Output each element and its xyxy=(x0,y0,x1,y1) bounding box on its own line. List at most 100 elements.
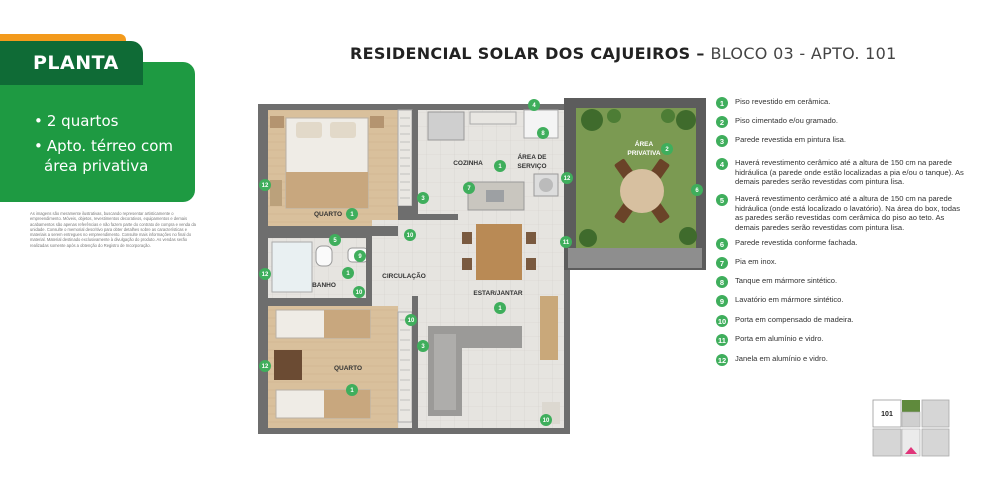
marker-5: 5 xyxy=(329,234,341,246)
legend-text: Janela em alumínio e vidro. xyxy=(735,354,828,363)
legend-item: 7 Pia em inox. xyxy=(716,257,967,269)
svg-text:1: 1 xyxy=(498,164,502,170)
legend-item: 11 Porta em alumínio e vidro. xyxy=(716,334,967,346)
bullet: • xyxy=(34,137,43,155)
minimap-unit-label: 101 xyxy=(881,411,893,418)
plants xyxy=(579,109,697,247)
features-panel xyxy=(0,62,195,202)
svg-text:1: 1 xyxy=(498,306,502,312)
marker-1: 1 xyxy=(342,267,354,279)
svg-text:12: 12 xyxy=(262,364,269,370)
label-area-privativa-2: PRIVATIVA xyxy=(627,150,661,157)
svg-text:1: 1 xyxy=(350,212,354,218)
legend-number: 9 xyxy=(716,295,728,307)
svg-text:3: 3 xyxy=(421,344,425,350)
svg-text:6: 6 xyxy=(695,188,699,194)
svg-text:12: 12 xyxy=(262,183,269,189)
legend-number: 3 xyxy=(716,135,728,147)
legend-text: Piso revestido em cerâmica. xyxy=(735,97,831,106)
dining-table xyxy=(476,224,522,280)
legend-number: 6 xyxy=(716,238,728,250)
marker-10: 10 xyxy=(404,229,416,241)
outdoor-table-set xyxy=(614,158,670,224)
svg-text:12: 12 xyxy=(262,272,269,278)
legend-text: Pia em inox. xyxy=(735,257,777,266)
legend-number: 4 xyxy=(716,158,728,170)
marker-12: 12 xyxy=(259,268,271,280)
legend-number: 8 xyxy=(716,276,728,288)
marker-3: 3 xyxy=(417,340,429,352)
label-area-servico-1: ÁREA DE xyxy=(517,152,547,161)
marker-1: 1 xyxy=(494,302,506,314)
header-title: RESIDENCIAL SOLAR DOS CAJUEIROS xyxy=(350,44,691,63)
label-banho: BANHO xyxy=(312,282,336,289)
legend-number: 1 xyxy=(716,97,728,109)
marker-4: 4 xyxy=(528,99,540,111)
floor-plan: QUARTO COZINHA ÁREA DE SERVIÇO ÁREA PRIV… xyxy=(258,98,706,434)
svg-text:4: 4 xyxy=(532,103,536,109)
feature-label: Apto. térreo com área privativa xyxy=(44,137,174,175)
legend-text: Tanque em mármore sintético. xyxy=(735,276,838,285)
shower xyxy=(271,241,313,293)
legend-text: Parede revestida conforme fachada. xyxy=(735,238,858,247)
marker-3: 3 xyxy=(417,192,429,204)
svg-text:3: 3 xyxy=(421,196,425,202)
svg-text:10: 10 xyxy=(543,418,550,424)
legend-text: Lavatório em mármore sintético. xyxy=(735,295,844,304)
svg-text:1: 1 xyxy=(350,388,354,394)
header-subtitle: BLOCO 03 - APTO. 101 xyxy=(710,44,897,63)
legend-item: 6 Parede revestida conforme fachada. xyxy=(716,238,967,250)
disclaimer-text: As imagens são meramente ilustrativas, b… xyxy=(30,211,196,248)
label-quarto-2: QUARTO xyxy=(334,365,362,372)
minimap-pointer-icon xyxy=(905,447,917,454)
legend-item: 9 Lavatório em mármore sintético. xyxy=(716,295,967,307)
paving-strip xyxy=(568,248,702,268)
svg-text:11: 11 xyxy=(563,240,570,246)
legend-item: 1 Piso revestido em cerâmica. xyxy=(716,97,967,109)
legend-text: Haverá revestimento cerâmico até a altur… xyxy=(735,194,960,232)
page-title: PLANTA xyxy=(33,52,119,74)
legend-number: 2 xyxy=(716,116,728,128)
toilet xyxy=(315,245,333,267)
minimap-unit-101 xyxy=(872,399,902,428)
legend-number: 11 xyxy=(716,334,728,346)
svg-text:12: 12 xyxy=(564,176,571,182)
legend-item: 5 Haverá revestimento cerâmico até a alt… xyxy=(716,194,967,232)
feature-label: 2 quartos xyxy=(46,112,119,130)
svg-text:1: 1 xyxy=(346,271,350,277)
legend-item: 4 Haverá revestimento cerâmico até a alt… xyxy=(716,158,967,187)
legend-item: 2 Piso cimentado e/ou gramado. xyxy=(716,116,967,128)
marker-10: 10 xyxy=(353,286,365,298)
feature-item: •Apto. térreo com área privativa xyxy=(34,136,194,176)
wardrobe2 xyxy=(397,311,413,423)
svg-text:9: 9 xyxy=(358,254,362,260)
header-separator: – xyxy=(690,44,711,63)
label-area-servico-2: SERVIÇO xyxy=(517,163,546,170)
legend-item: 3 Parede revestida em pintura lisa. xyxy=(716,135,967,147)
marker-9: 9 xyxy=(354,250,366,262)
marker-8: 8 xyxy=(537,127,549,139)
marker-10: 10 xyxy=(405,314,417,326)
label-quarto-1: QUARTO xyxy=(314,211,342,218)
label-circulacao: CIRCULAÇÃO xyxy=(382,271,426,280)
planta-tab xyxy=(0,41,143,85)
legend-text: Piso cimentado e/ou gramado. xyxy=(735,116,838,125)
svg-text:10: 10 xyxy=(407,233,414,239)
tv-rack xyxy=(540,296,558,360)
desk2 xyxy=(274,350,302,380)
feature-item: •2 quartos xyxy=(34,111,118,131)
unit-location-map: 101 xyxy=(872,399,950,457)
legend-number: 12 xyxy=(716,354,728,366)
marker-7: 7 xyxy=(463,182,475,194)
label-cozinha: COZINHA xyxy=(453,160,483,167)
marker-1: 1 xyxy=(346,208,358,220)
svg-text:7: 7 xyxy=(467,186,471,192)
legend-item: 10 Porta em compensado de madeira. xyxy=(716,315,967,327)
marker-12: 12 xyxy=(561,172,573,184)
legend-text: Porta em compensado de madeira. xyxy=(735,315,854,324)
svg-text:5: 5 xyxy=(333,238,337,244)
marker-6: 6 xyxy=(691,184,703,196)
bullet: • xyxy=(34,112,43,130)
marker-2: 2 xyxy=(661,143,673,155)
marker-1: 1 xyxy=(494,160,506,172)
